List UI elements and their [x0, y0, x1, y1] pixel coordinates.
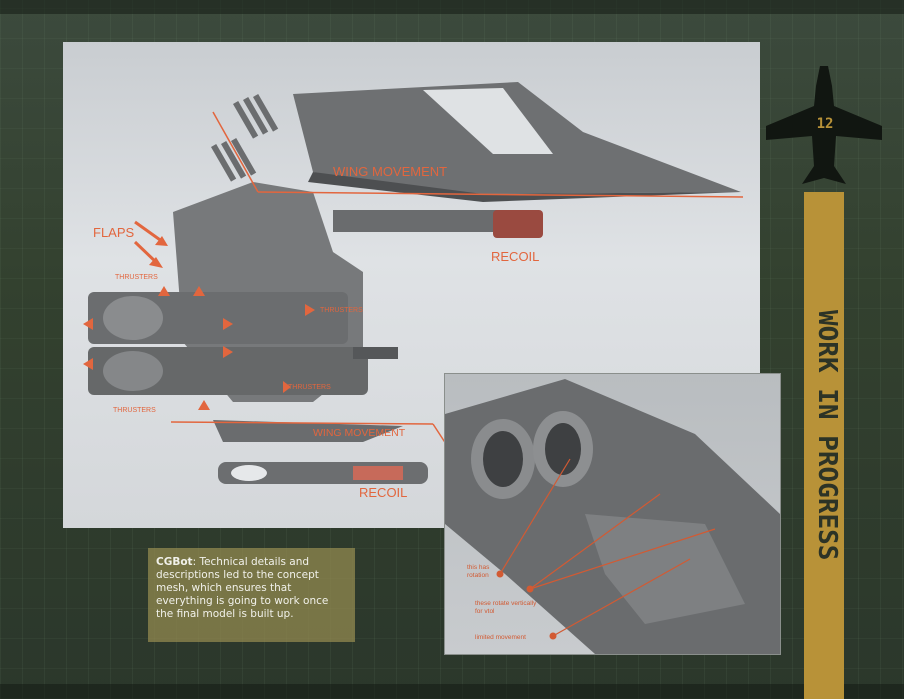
page-number: 12: [816, 116, 834, 132]
caption-box: CGBot: Technical details and description…: [148, 548, 355, 642]
label-limited-movement: limited movement: [475, 634, 526, 641]
label-thrusters-2: THRUSTERS: [320, 307, 363, 314]
top-border: [0, 0, 904, 14]
spaceship-render: [83, 82, 744, 484]
label-recoil-bottom: RECOIL: [359, 485, 408, 500]
label-wing-movement-top: WING MOVEMENT: [333, 164, 448, 179]
label-vtol: these rotate vertically for vtol: [475, 600, 537, 615]
label-thrusters-3: THRUSTERS: [288, 384, 331, 391]
side-banner-title: WORK IN PROGRESS: [812, 309, 840, 561]
label-rotation: this has rotation: [467, 564, 490, 579]
label-flaps: FLAPS: [93, 225, 135, 240]
ship-logo-icon: [766, 66, 882, 184]
label-recoil-top: RECOIL: [491, 249, 540, 264]
caption-text: : Technical details and descriptions led…: [156, 556, 329, 620]
caption-lead: CGBot: [156, 556, 193, 568]
bottom-border: [0, 684, 904, 699]
label-thrusters-1: THRUSTERS: [115, 274, 158, 281]
label-thrusters-4: THRUSTERS: [113, 407, 156, 414]
side-banner: [804, 192, 844, 699]
engine-closeup-render: [445, 379, 780, 654]
closeup-render-panel: this has rotation these rotate verticall…: [444, 373, 781, 655]
label-wing-movement-bottom: WING MOVEMENT: [313, 427, 406, 439]
